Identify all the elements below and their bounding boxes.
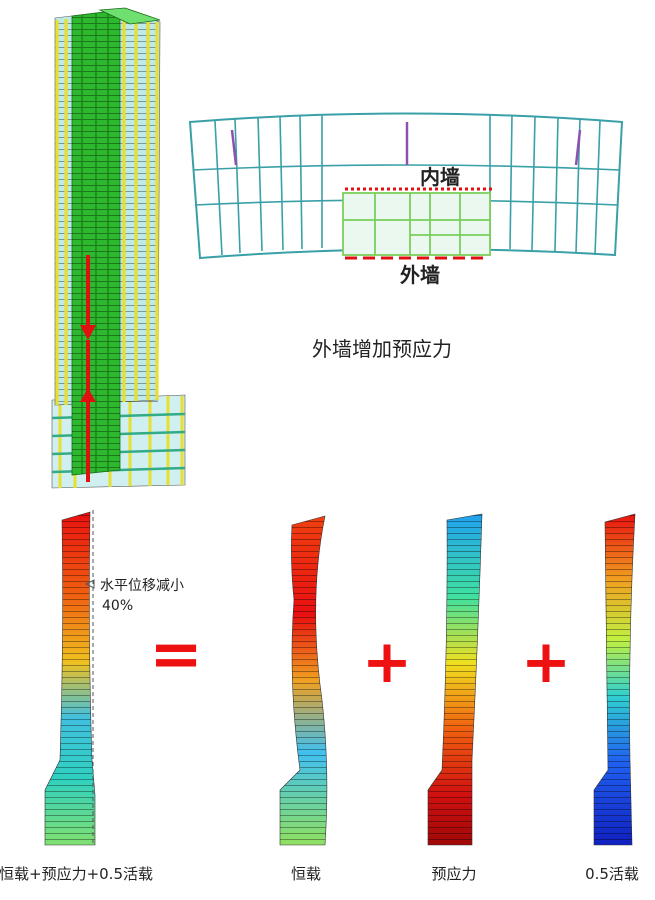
deformed-model-live-load <box>593 513 636 846</box>
prestress-arrows <box>80 255 96 482</box>
displacement-note: 水平位移减小 40% <box>84 578 184 614</box>
label-combined: 恒载+预应力+0.5活载 <box>0 865 153 883</box>
tower-shaft <box>54 7 161 476</box>
label-live-load: 0.5活载 <box>585 865 639 883</box>
plan-caption: 外墙增加预应力 <box>312 337 452 361</box>
displacement-note-line2: 40% <box>102 598 133 614</box>
label-prestress: 预应力 <box>431 865 476 883</box>
deformed-model-prestress <box>427 513 483 846</box>
plus-sign-2: + <box>521 627 571 697</box>
tower-3d-model <box>51 7 186 489</box>
floor-plan: 内墙 外墙 <box>188 112 624 287</box>
deformed-model-combined <box>44 510 96 846</box>
plan-core <box>342 192 491 256</box>
deformed-model-dead-load <box>279 515 328 846</box>
displacement-note-line1: 水平位移减小 <box>100 578 184 594</box>
inner-wall-label: 内墙 <box>420 165 460 189</box>
outer-wall-label: 外墙 <box>400 263 440 287</box>
plus-sign-1: + <box>362 627 412 697</box>
equals-sign: = <box>149 618 203 692</box>
label-dead-load: 恒载 <box>291 865 321 883</box>
